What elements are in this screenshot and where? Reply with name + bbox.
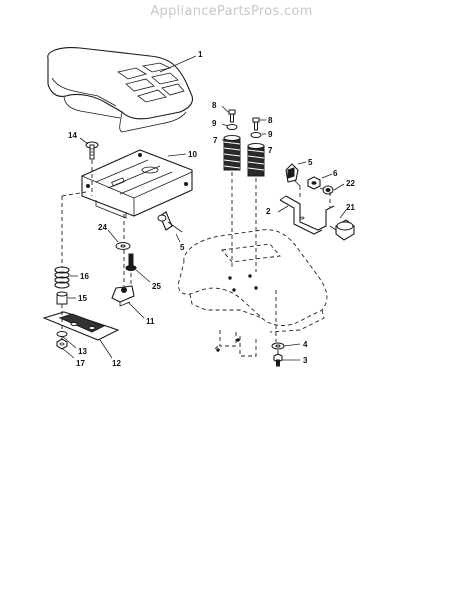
callout-17: 17 — [76, 359, 85, 368]
bushing-22 — [322, 185, 334, 195]
washer-24 — [115, 242, 131, 250]
callout-24: 24 — [98, 223, 107, 232]
callout-11: 11 — [146, 317, 155, 326]
callout-8-left: 8 — [212, 101, 217, 110]
callout-22: 22 — [346, 179, 355, 188]
callout-1: 1 — [198, 50, 203, 59]
callout-2: 2 — [266, 207, 271, 216]
screw-8-left — [228, 109, 236, 123]
callout-10: 10 — [188, 150, 197, 159]
bolt-14 — [85, 141, 99, 160]
callout-21: 21 — [346, 203, 355, 212]
washer-9-left — [226, 124, 238, 130]
washer-4 — [271, 342, 285, 350]
spring-16 — [54, 266, 70, 289]
screw-8-right — [252, 117, 260, 131]
callout-5-left: 5 — [180, 243, 185, 252]
adjuster-5-right — [285, 163, 301, 187]
bolt-5-left — [157, 211, 183, 233]
callout-15: 15 — [78, 294, 87, 303]
screw-3 — [273, 353, 283, 367]
adjust-bracket-2 — [279, 195, 335, 235]
seat — [47, 47, 194, 133]
callout-16: 16 — [80, 272, 89, 281]
nut-6 — [307, 176, 321, 190]
callout-7-left: 7 — [213, 136, 218, 145]
callout-9-left: 9 — [212, 119, 217, 128]
spring-7-left — [223, 135, 241, 171]
knob-21 — [329, 219, 355, 241]
mount-plate-12 — [42, 311, 120, 341]
callout-7-right: 7 — [268, 146, 273, 155]
assembly-lines — [61, 160, 331, 354]
nut-17 — [56, 338, 68, 350]
fender-frame — [178, 229, 328, 357]
callout-13: 13 — [78, 347, 87, 356]
washer-13 — [56, 331, 68, 337]
pivot-bracket-11 — [111, 285, 135, 307]
callout-9-right: 9 — [268, 130, 273, 139]
callout-14: 14 — [68, 131, 77, 140]
callout-12: 12 — [112, 359, 121, 368]
seat-pan — [81, 149, 193, 219]
bushing-15 — [56, 291, 68, 305]
washer-9-right — [250, 132, 262, 138]
callout-5-right: 5 — [308, 158, 313, 167]
spring-7-right — [247, 143, 265, 177]
callout-25: 25 — [152, 282, 161, 291]
watermark: AppliancePartsPros.com — [150, 4, 313, 19]
leader-lines — [61, 55, 347, 361]
callout-3: 3 — [303, 356, 308, 365]
callout-labels: 1 2 3 4 5 5 6 7 7 8 8 9 9 10 11 12 13 14… — [68, 50, 355, 368]
callout-8-right: 8 — [268, 116, 273, 125]
callout-6: 6 — [333, 169, 338, 178]
callout-4: 4 — [303, 340, 308, 349]
